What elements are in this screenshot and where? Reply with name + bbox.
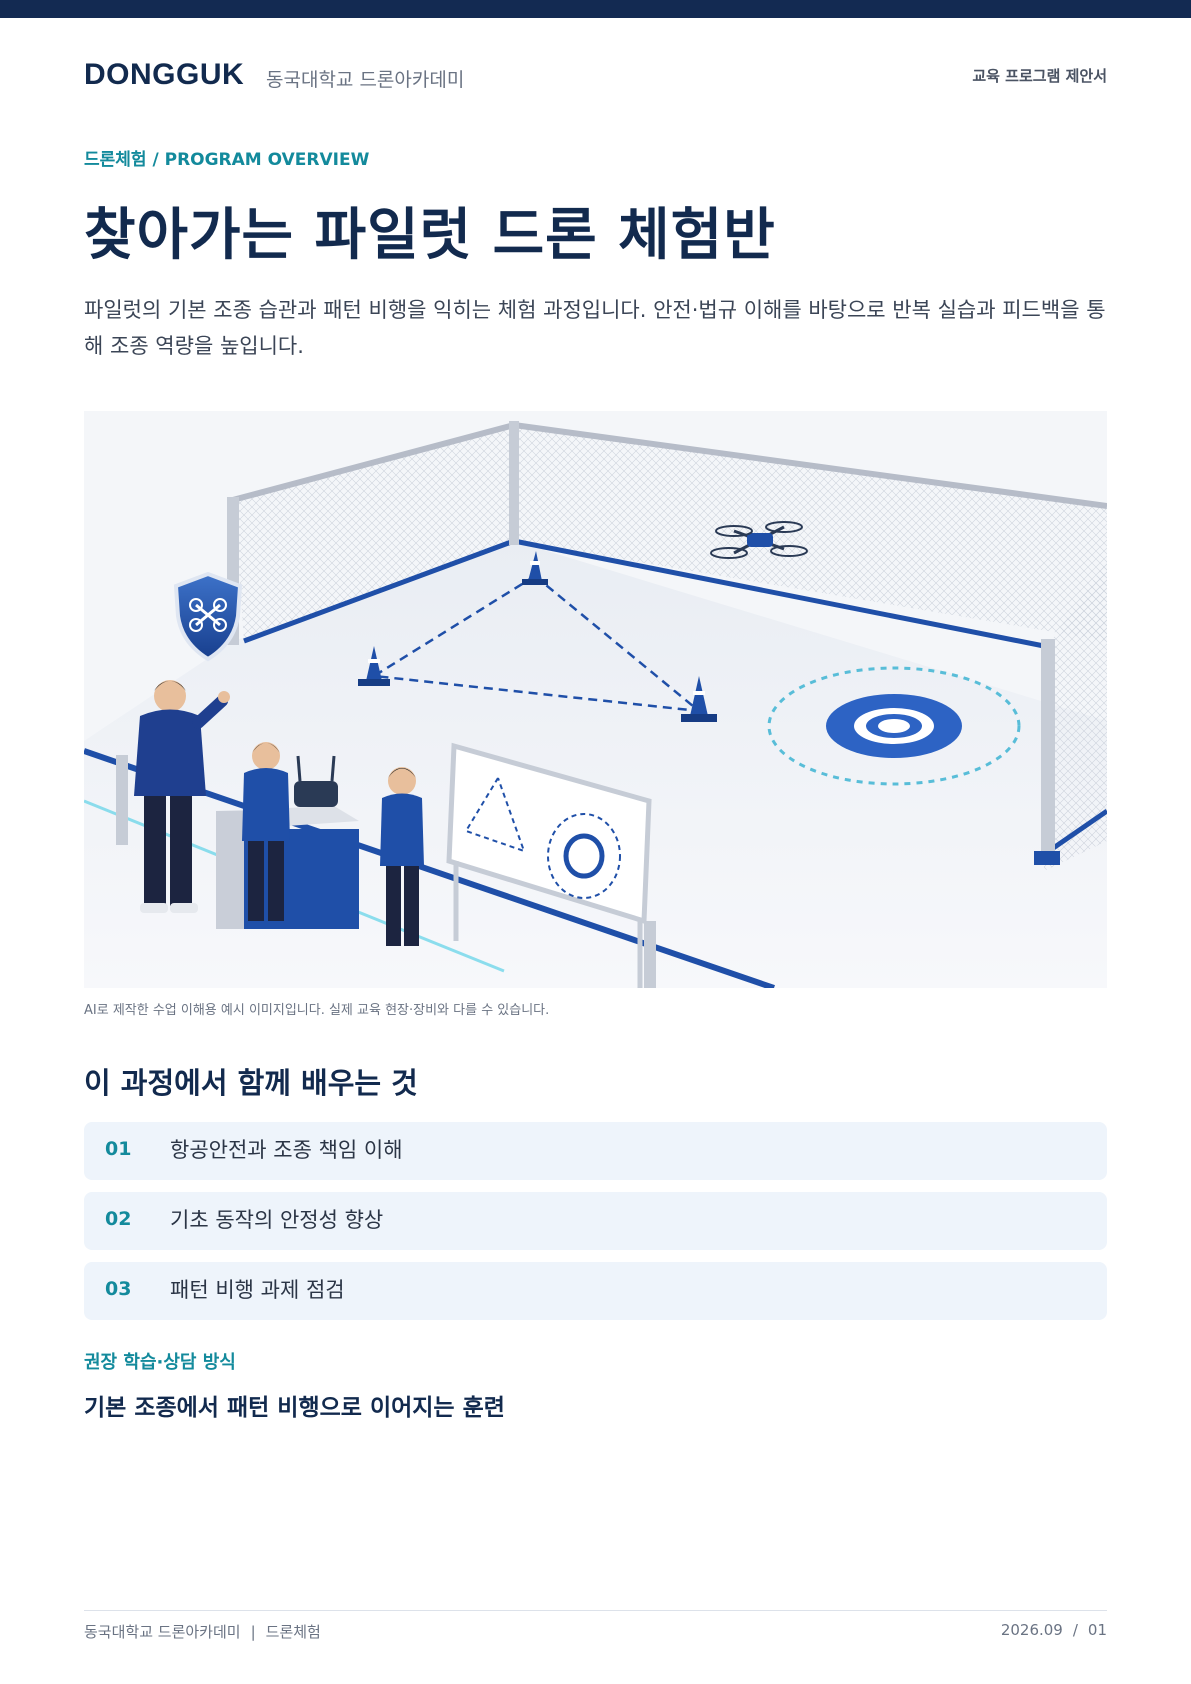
- safety-shield-icon: [173, 571, 243, 662]
- footer-category: 드론체험: [265, 1623, 321, 1641]
- page-title: 찾아가는 파일럿 드론 체험반: [84, 203, 776, 268]
- recommend-text: 기본 조종에서 패턴 비행으로 이어지는 훈련: [84, 1395, 505, 1421]
- footer-slash: /: [1072, 1621, 1078, 1639]
- item-text: 항공안전과 조종 책임 이해: [170, 1138, 403, 1162]
- traffic-cone-icon: [358, 646, 390, 686]
- section-eyebrow: 드론체험 / PROGRAM OVERVIEW: [84, 150, 370, 170]
- triangle-flight-path: [370, 574, 704, 713]
- footer-org-name: 동국대학교 드론아카데미: [84, 1623, 241, 1641]
- learning-goals-list: 01 항공안전과 조종 책임 이해 02 기초 동작의 안정성 향상 03 패턴…: [84, 1122, 1107, 1332]
- list-item: 01 항공안전과 조종 책임 이해: [84, 1122, 1107, 1180]
- list-item: 03 패턴 비행 과제 점검: [84, 1262, 1107, 1320]
- traffic-cone-icon: [681, 676, 717, 722]
- student-figure: [380, 767, 424, 946]
- top-accent-bar: [0, 0, 1191, 18]
- image-caption: AI로 제작한 수업 이해용 예시 이미지입니다. 실제 교육 현장·장비와 다…: [84, 1003, 550, 1018]
- footer-org: 동국대학교 드론아카데미 | 드론체험: [84, 1621, 321, 1642]
- whiteboard: [446, 742, 652, 988]
- footer-divider: [84, 1610, 1107, 1611]
- page-number: 01: [1087, 1621, 1107, 1639]
- item-number: 03: [105, 1278, 132, 1300]
- circular-flight-path: [767, 666, 1021, 786]
- instructor-figure: [134, 680, 230, 913]
- item-text: 패턴 비행 과제 점검: [170, 1278, 345, 1302]
- document-type: 교육 프로그램 제안서: [972, 67, 1107, 85]
- item-text: 기초 동작의 안정성 향상: [170, 1208, 384, 1232]
- drone-training-field-illustration: [84, 411, 1107, 988]
- hero-illustration: [84, 411, 1107, 988]
- recommend-label: 권장 학습·상담 방식: [84, 1352, 236, 1373]
- learn-section-title: 이 과정에서 함께 배우는 것: [84, 1066, 418, 1100]
- footer-page-info: 2026.09 / 01: [1001, 1621, 1107, 1639]
- org-name: 동국대학교 드론아카데미: [266, 69, 465, 91]
- net-fence-left: [234, 426, 514, 641]
- footer-date: 2026.09: [1000, 1621, 1063, 1639]
- student-figure: [242, 742, 290, 921]
- intro-paragraph: 파일럿의 기본 조종 습관과 패턴 비행을 익히는 체험 과정입니다. 안전·법…: [84, 298, 1106, 358]
- item-number: 01: [105, 1138, 132, 1160]
- quadcopter-drone-icon: [710, 521, 808, 559]
- dongguk-logo: DONGGUK: [84, 58, 245, 91]
- remote-controller-icon: [294, 781, 338, 807]
- item-number: 02: [105, 1208, 132, 1230]
- page-header: DONGGUK 동국대학교 드론아카데미 교육 프로그램 제안서: [84, 58, 1107, 94]
- net-fence-right: [514, 426, 1107, 641]
- traffic-cone-icon: [522, 551, 548, 585]
- list-item: 02 기초 동작의 안정성 향상: [84, 1192, 1107, 1250]
- footer-separator: |: [250, 1623, 256, 1641]
